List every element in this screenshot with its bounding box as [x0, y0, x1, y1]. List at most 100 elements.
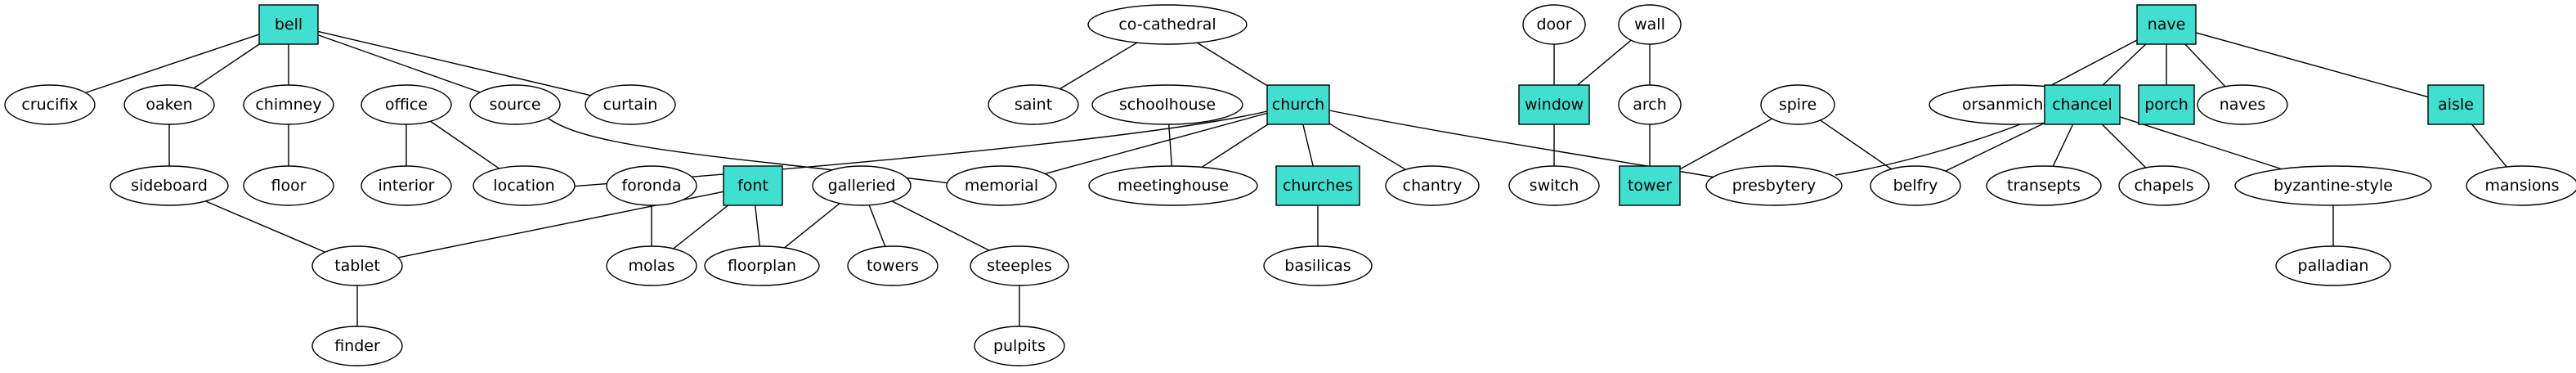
node-ellipse [1522, 4, 1586, 45]
node-label: palladian [2298, 257, 2369, 275]
node-label: schoolhouse [1119, 96, 1216, 114]
node-box [2044, 84, 2121, 125]
node-ellipse [243, 84, 334, 125]
edge-church-churches [1302, 124, 1314, 167]
node-label: meetinghouse [1118, 177, 1229, 195]
node-box [1266, 84, 1330, 125]
node-label: galleried [828, 177, 896, 195]
edge-chancel-transepts [2052, 124, 2074, 167]
node-label: interior [379, 177, 435, 195]
edge-cocathedral-church [1196, 42, 1268, 87]
node-wall: wall [1618, 4, 1682, 45]
node-ellipse [1760, 84, 1835, 125]
edge-bell-curtain [317, 30, 591, 97]
edge-galleried-floorplan [784, 202, 840, 249]
node-label: chimney [255, 96, 321, 114]
node-ellipse [1618, 84, 1682, 125]
node-label: nave [2148, 16, 2186, 34]
node-box [2427, 84, 2484, 125]
node-nave: nave [2136, 4, 2197, 45]
edge-bell-crucifix [85, 34, 260, 94]
edge-aisle-mansions [2471, 124, 2507, 168]
node-label: orsanmichele [1962, 96, 2067, 114]
edge-spire-tower [1679, 118, 1772, 170]
edge-chancel-byzantine [2119, 116, 2282, 170]
node-sideboard: sideboard [110, 165, 229, 206]
node-porch: porch [2138, 84, 2195, 125]
node-ellipse [110, 165, 229, 206]
node-ellipse [1986, 165, 2102, 206]
node-label: arch [1633, 96, 1667, 114]
node-molas: molas [606, 245, 697, 286]
node-church: church [1266, 84, 1330, 125]
edge-bell-source [317, 34, 481, 93]
node-ellipse [2118, 165, 2210, 206]
edge-schoolhouse-meetinghouse [1167, 124, 1173, 167]
node-spire: spire [1760, 84, 1835, 125]
node-ellipse [1508, 165, 1600, 206]
node-steeples: steeples [970, 245, 1069, 286]
node-ellipse [812, 165, 912, 206]
node-window: window [1518, 84, 1590, 125]
edge-galleried-steeples [891, 200, 990, 251]
node-office: office [361, 84, 452, 125]
node-label: churches [1283, 177, 1353, 195]
node-label: floorplan [728, 257, 796, 275]
node-box [723, 165, 783, 206]
node-label: molas [629, 257, 675, 275]
node-crucifix: crucifix [4, 84, 96, 125]
node-ellipse [847, 245, 939, 286]
node-ellipse [606, 165, 697, 206]
node-memorial: memorial [946, 165, 1057, 206]
node-bell: bell [258, 4, 319, 45]
node-label: co-cathedral [1118, 16, 1216, 34]
node-label: chantry [1403, 177, 1463, 195]
node-ellipse [974, 326, 1065, 366]
node-label: bell [275, 16, 302, 34]
edges-layer [85, 30, 2507, 326]
node-label: chancel [2052, 96, 2112, 114]
node-label: spire [1779, 96, 1817, 114]
node-chantry: chantry [1385, 165, 1480, 206]
node-ellipse [606, 245, 697, 286]
edge-office-location [430, 120, 500, 169]
node-mansions: mansions [2466, 165, 2576, 206]
node-label: finder [334, 337, 380, 355]
node-label: pulpits [993, 337, 1046, 355]
node-ellipse [243, 165, 334, 206]
node-label: wall [1634, 16, 1665, 34]
node-belfry: belfry [1870, 165, 1961, 206]
edge-source-memorial [548, 118, 949, 184]
node-label: chapels [2134, 177, 2193, 195]
node-cocathedral: co-cathedral [1087, 4, 1248, 45]
node-box [1518, 84, 1590, 125]
node-foronda: foronda [606, 165, 697, 206]
node-box [1275, 165, 1360, 206]
node-galleried: galleried [812, 165, 912, 206]
node-ellipse [946, 165, 1057, 206]
node-tablet: tablet [311, 245, 403, 286]
node-meetinghouse: meetinghouse [1088, 165, 1258, 206]
node-label: presbytery [1732, 177, 1817, 195]
node-label: oaken [146, 96, 192, 114]
node-label: foronda [621, 177, 681, 195]
node-ellipse [2275, 245, 2391, 286]
nodes-layer: bell crucifix oaken chimney office source curt… [4, 4, 2576, 366]
edge-bell-oaken [193, 43, 260, 89]
node-ellipse [361, 165, 452, 206]
node-naves: naves [2197, 84, 2288, 125]
node-ellipse [1618, 4, 1682, 45]
node-label: belfry [1893, 177, 1938, 195]
node-ellipse [970, 245, 1069, 286]
node-source: source [469, 84, 561, 125]
node-label: floor [271, 177, 306, 195]
edge-font-floorplan [754, 204, 761, 247]
node-label: curtain [603, 96, 658, 114]
node-saint: saint [988, 84, 1079, 125]
node-ellipse [988, 84, 1079, 125]
node-ellipse [1091, 84, 1243, 125]
node-label: saint [1015, 96, 1052, 114]
node-ellipse [123, 84, 215, 125]
node-label: towers [867, 257, 919, 275]
edge-nave-chancel [2102, 43, 2147, 86]
